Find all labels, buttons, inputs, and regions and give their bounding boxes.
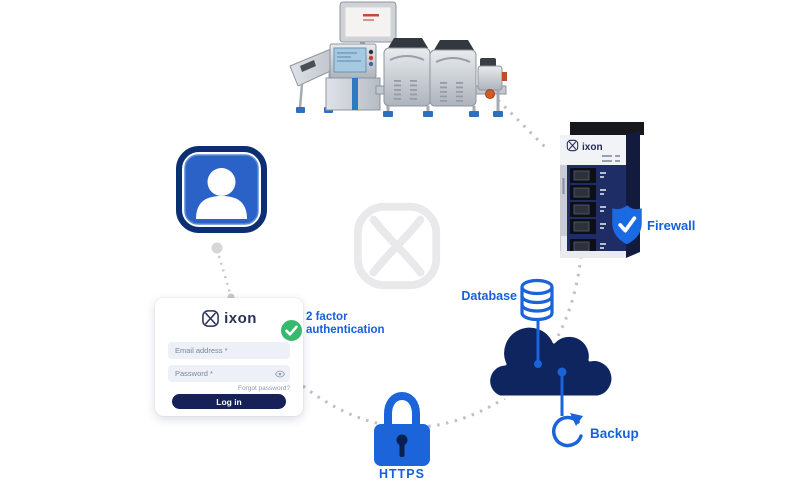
password-field[interactable]: [168, 365, 290, 382]
https-padlock-icon: [374, 391, 430, 466]
dotted-path-user-to-login: [217, 255, 232, 294]
login-logo: ixon: [155, 309, 303, 328]
ixon-knot-watermark: [348, 197, 446, 295]
user-icon: [176, 146, 267, 233]
machine-foot: [469, 111, 479, 117]
ixon-knot-icon: [202, 310, 219, 327]
dotted-path-router-to-cloud: [555, 255, 583, 339]
user-silhouette: [196, 196, 247, 219]
router-brand-text: ixon: [582, 142, 603, 153]
cloud-icon: [487, 324, 615, 399]
machine-foot: [383, 111, 393, 117]
forgot-password-link[interactable]: Forgot password?: [237, 385, 290, 392]
backup-label: Backup: [590, 426, 639, 441]
cloud-cluster: [487, 278, 615, 448]
login-brand-text: ixon: [224, 310, 257, 327]
https-label: HTTPS: [379, 467, 425, 481]
inspection-machine-illustration: [289, 1, 507, 117]
router-ethernet-ports: [570, 168, 606, 254]
login-button[interactable]: Log in: [172, 394, 286, 409]
keyhole: [396, 434, 408, 446]
login-card: ixon Forgot password? Log in: [155, 298, 303, 416]
two-factor-label: 2 factor authentication: [306, 311, 385, 336]
machine-foot: [423, 111, 433, 117]
firewall-label: Firewall: [647, 218, 696, 233]
backup-restore-icon: [551, 413, 583, 448]
two-factor-check-icon: [279, 318, 304, 343]
database-label: Database: [461, 289, 517, 303]
database-icon: [520, 278, 554, 322]
shield-checkmark: [618, 216, 637, 233]
email-field[interactable]: [168, 342, 290, 359]
firewall-shield-icon: [612, 205, 642, 245]
machine-motor: [477, 65, 503, 91]
show-password-eye-icon[interactable]: [275, 370, 285, 378]
connector-dot-user: [211, 242, 223, 254]
machine-foot: [493, 111, 503, 117]
database-connector-dot: [534, 360, 542, 368]
machine-foot: [296, 107, 305, 113]
